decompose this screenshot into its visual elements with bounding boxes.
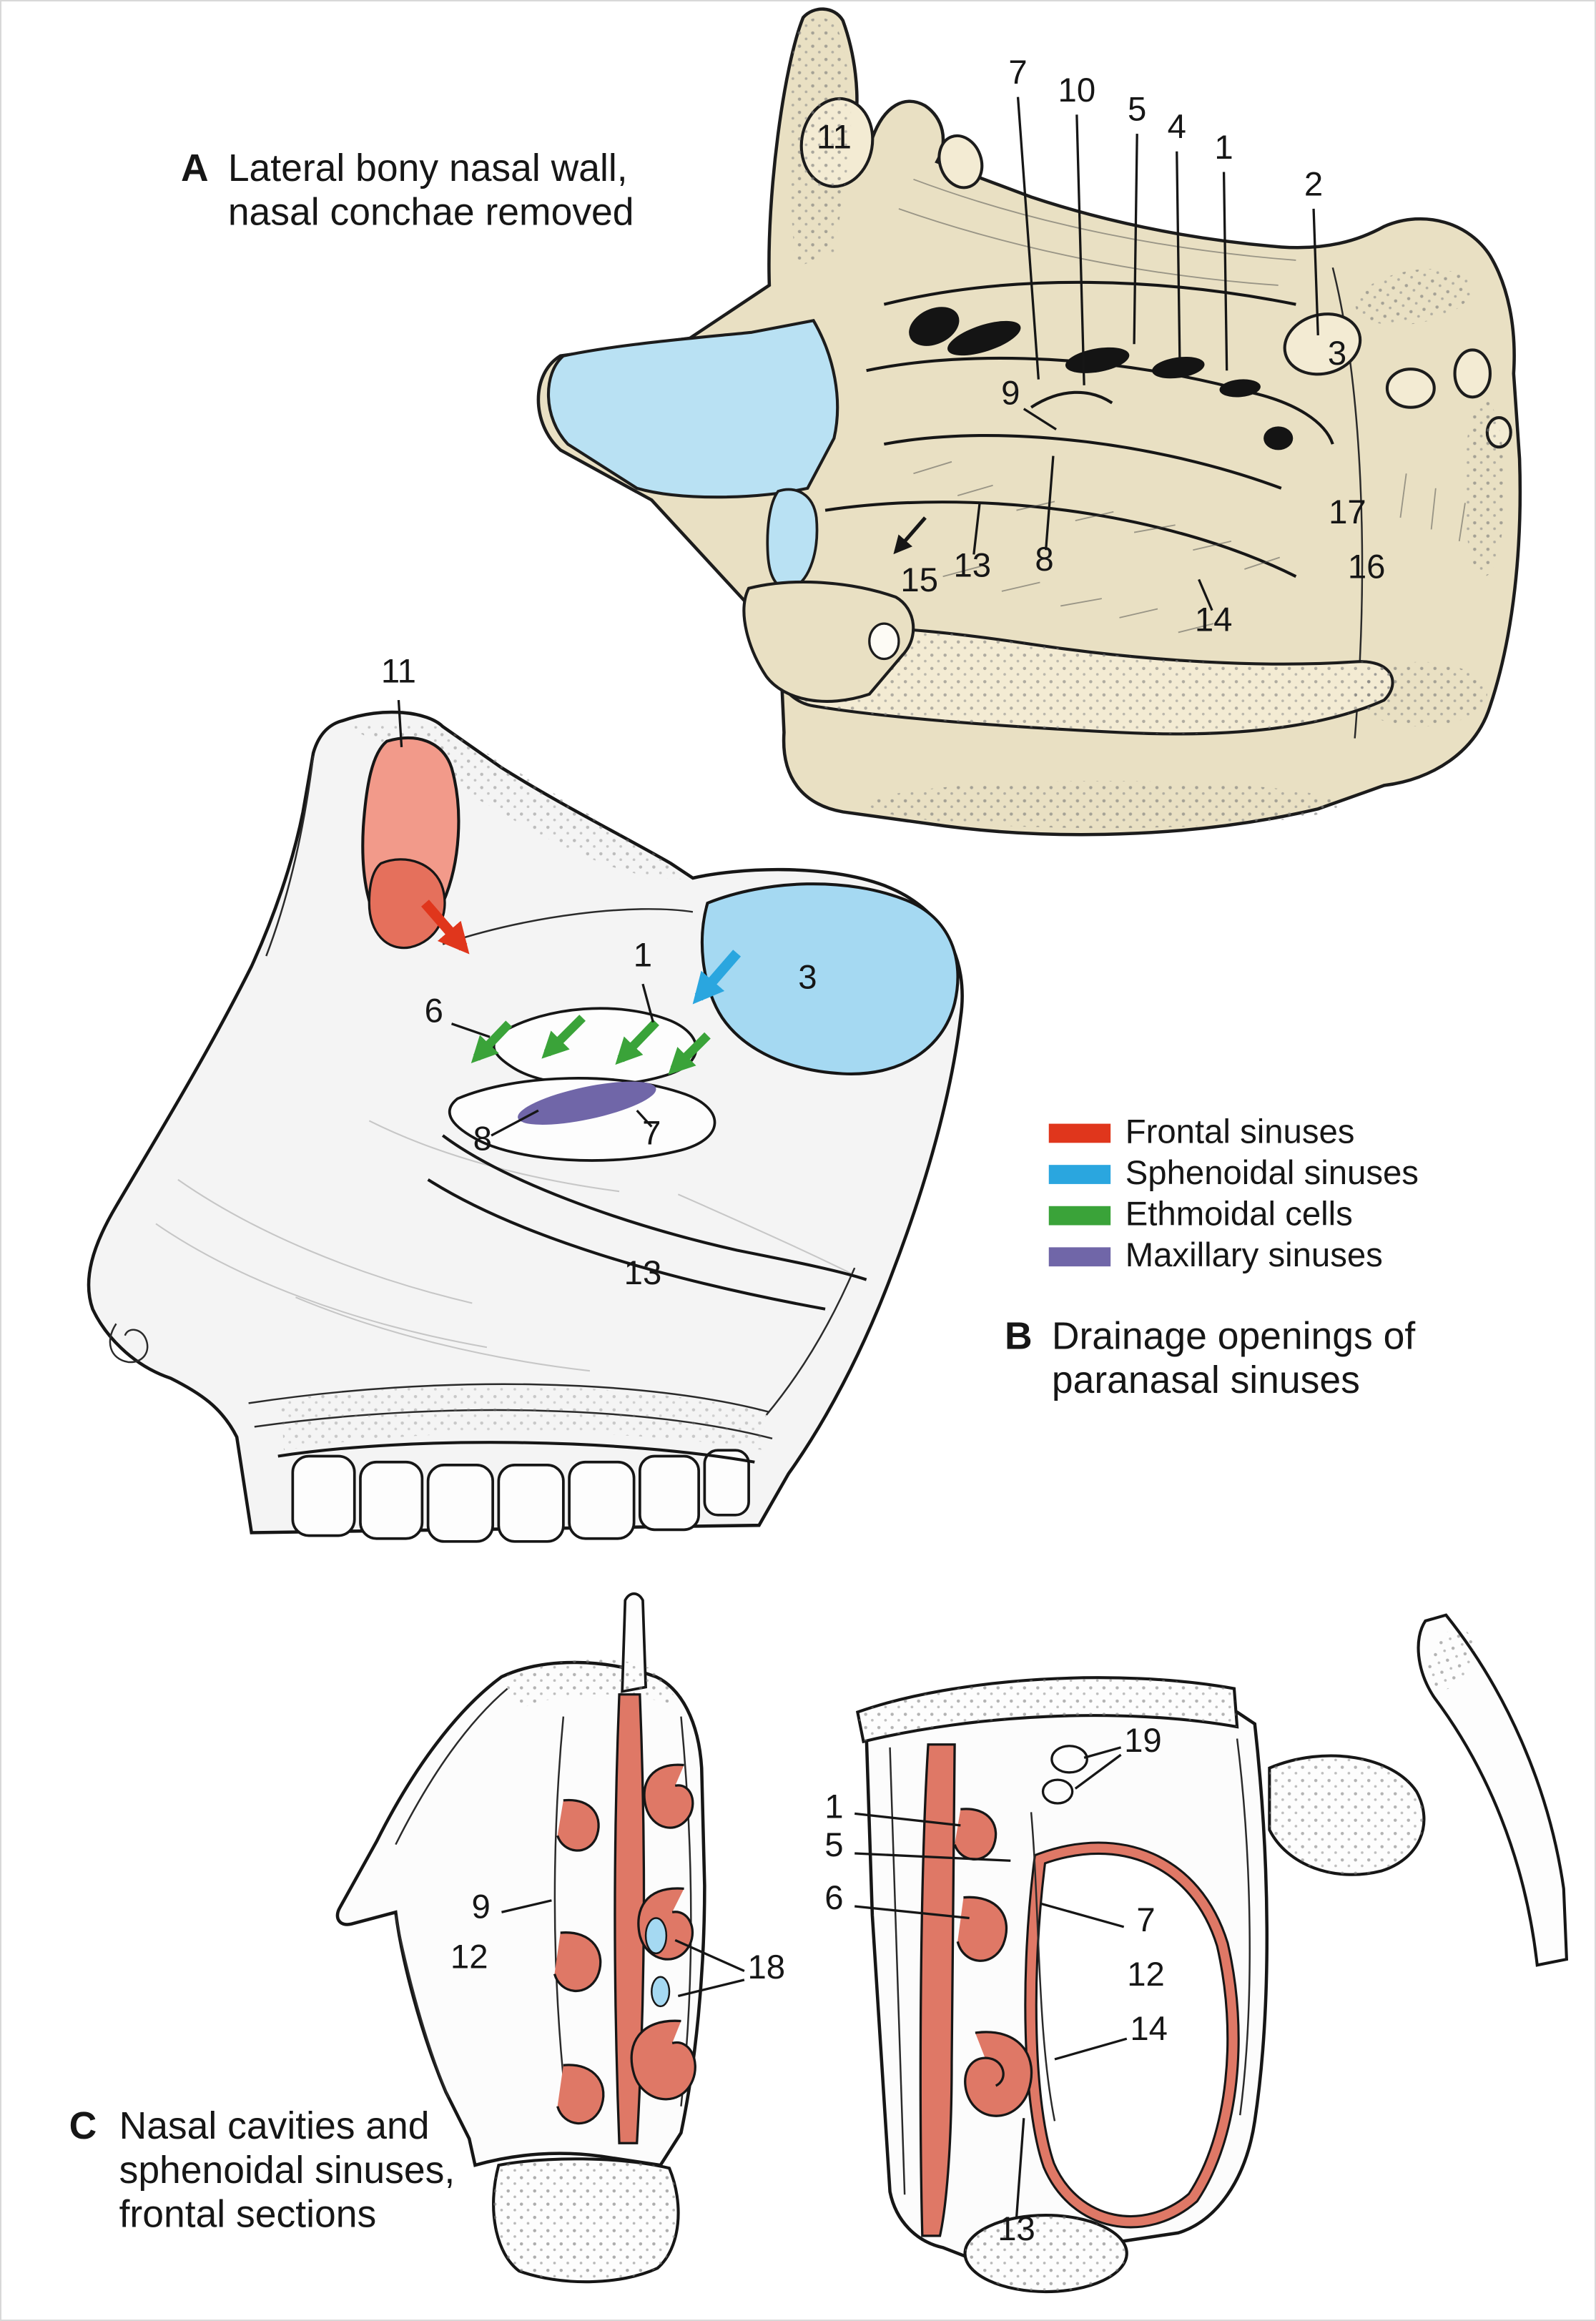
conchae-ridges <box>824 280 1334 578</box>
posterior-bone-inner-lines <box>889 1738 1251 2195</box>
anterior-alveolar-stipple <box>493 2159 679 2282</box>
label-c-6: 6 <box>824 1879 843 1917</box>
anterior-blue-recesses <box>644 1917 671 2008</box>
panel-b-title-line2: paranasal sinuses <box>1052 1359 1360 1401</box>
palatine-stipple <box>773 627 1393 734</box>
label-c-19: 19 <box>1124 1722 1162 1760</box>
sinus-color-legend: Frontal sinuses Sphenoidal sinuses Ethmo… <box>1048 1113 1419 1274</box>
zygoma-blob-stipple <box>1269 1755 1424 1875</box>
posterior-cells-19 <box>1041 1745 1088 1805</box>
label-a-5: 5 <box>1128 91 1146 129</box>
label-b-11: 11 <box>381 652 416 690</box>
zygomatic-arch-stipple <box>1427 1628 1474 1690</box>
panel-a-leader-lines <box>972 97 1319 611</box>
legend-label-frontal: Frontal sinuses <box>1125 1113 1355 1150</box>
anterior-mucosa <box>553 1693 696 2144</box>
frontal-drainage-arrow <box>421 900 470 955</box>
label-a-13: 13 <box>953 546 991 584</box>
panel-c-letter: C <box>69 2105 97 2147</box>
posterior-top-plate-stipple <box>857 1677 1238 1742</box>
panel-b-letter: B <box>1005 1315 1033 1357</box>
legend-swatch-frontal <box>1048 1123 1111 1143</box>
teeth-row <box>291 1449 750 1543</box>
posterior-alveolar-stipple <box>965 2215 1127 2292</box>
maxilla-stipple <box>280 1386 767 1451</box>
meatal-openings <box>909 307 1294 450</box>
panel-c-leader-lines <box>501 1746 1128 2219</box>
label-a-17: 17 <box>1329 493 1366 531</box>
label-c-12-right: 12 <box>1127 1956 1165 1994</box>
inferior-concha-curves <box>427 1134 867 1311</box>
panel-a-lateral-bony-nasal-wall: A Lateral bony nasal wall, nasal conchae… <box>181 7 1522 837</box>
label-c-18: 18 <box>747 1948 785 1986</box>
label-c-12-left: 12 <box>450 1938 488 1976</box>
ethmoidal-drainage-arrows <box>471 1015 711 1075</box>
label-c-1: 1 <box>824 1788 843 1826</box>
label-b-1: 1 <box>634 936 652 974</box>
panel-a-title-line2: nasal conchae removed <box>228 192 634 234</box>
nostril-spiral <box>109 1323 149 1364</box>
label-a-4: 4 <box>1168 108 1186 146</box>
label-a-8: 8 <box>1035 541 1053 578</box>
anterior-section-outline <box>335 1660 706 2167</box>
label-a-3: 3 <box>1328 335 1346 373</box>
maxillary-sinus-mucosa-rim <box>1026 1843 1238 2227</box>
posterior-frontal-section <box>855 1613 1569 2294</box>
panel-c-title-line1: Nasal cavities and <box>119 2105 430 2147</box>
label-b-7: 7 <box>642 1114 661 1152</box>
label-a-9: 9 <box>1001 375 1020 413</box>
label-a-14: 14 <box>1195 601 1233 639</box>
anterior-septum <box>614 1693 646 2144</box>
label-a-1: 1 <box>1214 129 1233 167</box>
legend-label-ethmoidal: Ethmoidal cells <box>1125 1196 1353 1233</box>
label-b-8: 8 <box>473 1120 492 1158</box>
sphenoid-sinus-shape <box>700 882 960 1075</box>
legend-label-maxillary: Maxillary sinuses <box>1125 1236 1383 1274</box>
label-c-9: 9 <box>472 1888 491 1926</box>
label-b-13: 13 <box>624 1254 662 1292</box>
panel-b-drainage-openings: 11 1 3 6 8 7 13 Frontal sinuses Sphenoid… <box>87 652 1419 1543</box>
inferior-meatus-arrow <box>893 516 927 555</box>
panel-b-leader-lines <box>397 699 654 1137</box>
zygomatic-arch-horn <box>1417 1613 1569 1967</box>
sphenoid-drainage-arrow <box>692 950 742 1005</box>
maxilla-fragment <box>742 580 915 703</box>
legend-swatch-maxillary <box>1048 1247 1111 1267</box>
frontal-sinus-recess <box>368 858 446 950</box>
panel-c-title-line3: frontal sections <box>119 2194 377 2236</box>
anterior-frontal-section <box>335 1592 706 2284</box>
panel-b-title-line1: Drainage openings of <box>1052 1315 1415 1357</box>
panel-a-letter: A <box>181 147 209 189</box>
label-a-7: 7 <box>1008 54 1027 92</box>
panel-c-title-line2: sphenoidal sinuses, <box>119 2149 455 2192</box>
lateral-nasal-wall-line <box>1030 1812 1056 2122</box>
panel-a-title-line1: Lateral bony nasal wall, <box>228 147 628 189</box>
hatch-texture <box>898 178 1466 634</box>
panel-c-frontal-sections: 9 12 18 1 5 6 19 7 12 14 13 C Nasal cavi… <box>69 1592 1569 2294</box>
gum-line <box>277 1441 755 1464</box>
label-c-14: 14 <box>1130 2010 1168 2048</box>
legend-swatch-ethmoidal <box>1048 1206 1111 1226</box>
posterior-mucosa <box>919 1743 1033 2237</box>
label-a-2: 2 <box>1304 165 1323 203</box>
nasal-cartilage-wedge <box>546 319 839 499</box>
label-c-13: 13 <box>998 2210 1035 2248</box>
nasolacrimal-opening <box>868 622 900 661</box>
label-c-5: 5 <box>824 1826 843 1864</box>
label-c-7: 7 <box>1136 1901 1155 1939</box>
label-a-16: 16 <box>1348 548 1386 586</box>
bone-stipple-texture <box>789 17 1505 829</box>
label-a-11: 11 <box>817 119 852 157</box>
label-b-6: 6 <box>425 992 443 1030</box>
maxillary-sinus-lens <box>518 1081 656 1125</box>
label-a-10: 10 <box>1058 72 1096 109</box>
legend-swatch-sphenoidal <box>1048 1165 1111 1184</box>
label-a-15: 15 <box>900 561 938 599</box>
posterior-septum <box>919 1743 956 2237</box>
label-b-3: 3 <box>798 958 817 996</box>
ethmoid-hole <box>937 134 984 189</box>
legend-label-sphenoidal: Sphenoidal sinuses <box>1125 1154 1419 1192</box>
